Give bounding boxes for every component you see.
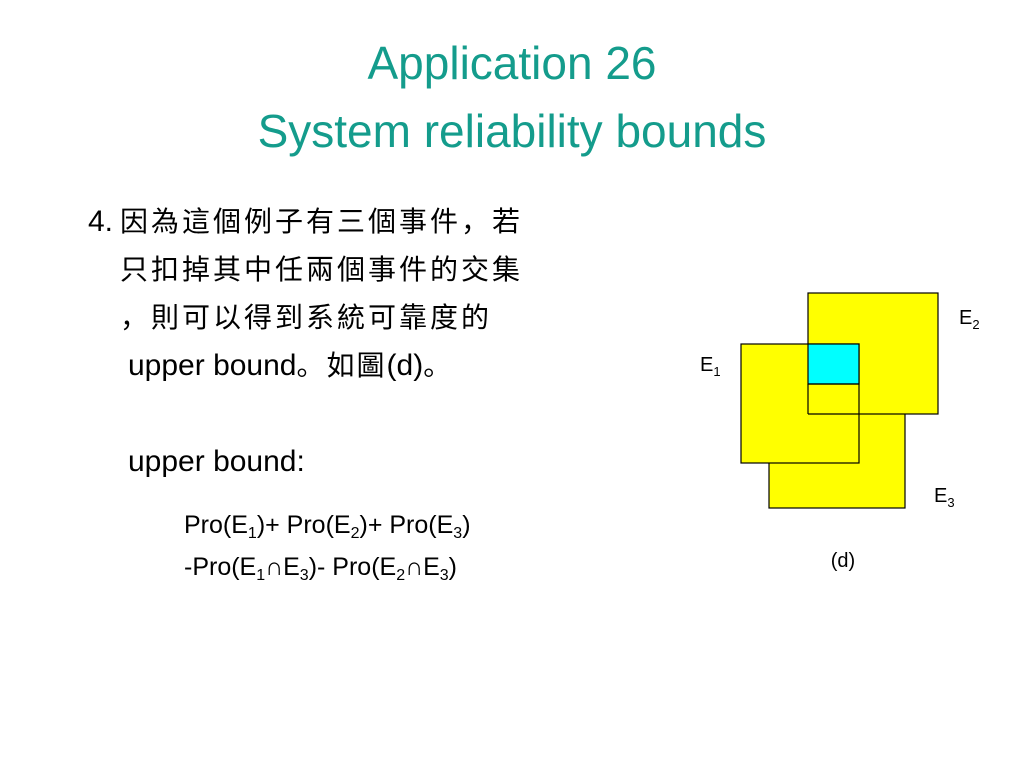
intersection-e1-e2: [807, 343, 860, 385]
formula-2-part-2: ∩E: [265, 553, 300, 581]
label-e1-sub: 1: [713, 364, 720, 379]
formula-1-part-1: Pro(E: [184, 511, 248, 539]
formula-line-2: -Pro(E1∩E3)- Pro(E2∩E3): [184, 552, 457, 584]
label-e3: E3: [934, 485, 955, 510]
bullet-text-line-2: 只扣掉其中任兩個事件的交集: [120, 253, 524, 286]
label-e3-sub: 3: [947, 495, 954, 510]
bullet-text-line-4: upper bound。如圖(d)。: [128, 344, 453, 388]
slide-title-line-2: System reliability bounds: [257, 105, 767, 157]
label-e3-letter: E: [934, 485, 947, 507]
bullet-number: 4.: [88, 205, 114, 238]
formula-1-part-2: )+ Pro(E: [256, 511, 351, 539]
formula-1-sub-2: 2: [350, 525, 360, 542]
formula-2-sub-3: 2: [396, 567, 406, 584]
bullet-line4-chinese-2: 。: [423, 349, 454, 382]
diagram-caption: (d): [831, 550, 855, 572]
formula-2-part-5: ): [448, 553, 457, 581]
formula-2-part-1: -Pro(E: [184, 553, 257, 581]
bullet-line4-english-2: (d): [386, 349, 424, 382]
formula-2-part-4: ∩E: [405, 553, 440, 581]
label-e1-letter: E: [700, 354, 713, 376]
bullet-text-line-1: 因為這個例子有三個事件，若: [120, 205, 524, 238]
label-e2-letter: E: [959, 307, 972, 329]
formula-2-sub-4: 3: [439, 567, 449, 584]
formula-2-part-3: )- Pro(E: [308, 553, 397, 581]
slide-title-line-1: Application 26: [367, 37, 657, 89]
formula-1-sub-3: 3: [453, 525, 463, 542]
label-e1: E1: [700, 354, 721, 379]
formula-2-sub-1: 1: [256, 567, 266, 584]
formula-2-sub-2: 3: [299, 567, 309, 584]
formula-line-1: Pro(E1)+ Pro(E2)+ Pro(E3): [184, 510, 471, 542]
upper-bound-label: upper bound:: [128, 445, 305, 478]
label-e2-sub: 2: [972, 317, 979, 332]
venn-diagram: E1 E2 E3 (d): [700, 292, 980, 572]
formula-1-sub-1: 1: [247, 525, 257, 542]
formula-1-part-3: )+ Pro(E: [359, 511, 454, 539]
formula-1-part-4: ): [462, 511, 471, 539]
bullet-line4-english-1: upper bound: [128, 349, 297, 382]
bullet-line4-chinese-1: 。如圖: [296, 349, 387, 382]
bullet-text-line-3: ，則可以得到系統可靠度的: [120, 301, 493, 334]
label-e2: E2: [959, 307, 980, 332]
